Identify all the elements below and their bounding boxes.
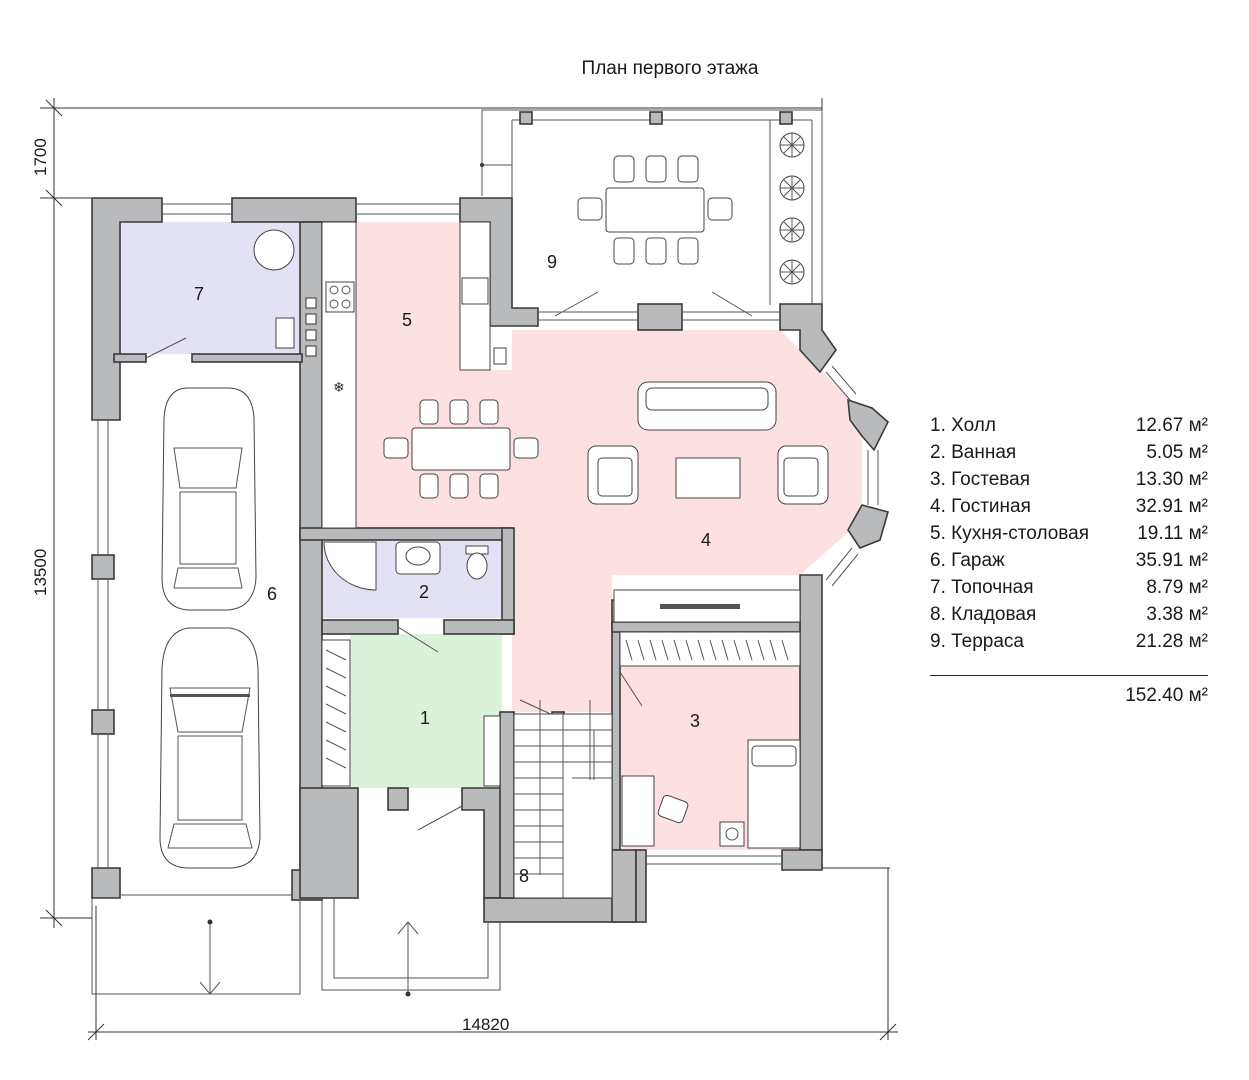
legend-row: 4. Гостиная 32.91 м² bbox=[930, 493, 1208, 520]
legend-room-area: 5.05 м² bbox=[1146, 442, 1208, 463]
plan-title: План первого этажа bbox=[581, 58, 759, 79]
legend-row: 9. Терраса 21.28 м² bbox=[930, 628, 1208, 655]
legend-room-name: 8. Кладовая bbox=[930, 604, 1037, 625]
legend-room-name: 2. Ванная bbox=[930, 442, 1017, 463]
legend-room-name: 5. Кухня-столовая bbox=[930, 523, 1090, 544]
dining-table-terrace bbox=[577, 155, 733, 265]
legend-room-name: 6. Гараж bbox=[930, 550, 1005, 571]
dining-table-kitchen bbox=[383, 399, 539, 499]
porch-lines bbox=[91, 898, 501, 997]
bathroom-fixtures bbox=[323, 541, 489, 591]
legend-room-name: 7. Топочная bbox=[930, 577, 1034, 598]
legend-row: 7. Топочная 8.79 м² bbox=[930, 574, 1208, 601]
dimension-label-13500: 13500 bbox=[31, 549, 50, 596]
legend-room-area: 19.11 м² bbox=[1137, 523, 1208, 544]
doors bbox=[145, 291, 753, 831]
dimension-label-1700: 1700 bbox=[31, 138, 50, 176]
legend-row: 6. Гараж 35.91 м² bbox=[930, 547, 1208, 574]
legend-room-name: 4. Гостиная bbox=[930, 496, 1031, 517]
desk bbox=[621, 775, 655, 847]
boiler-furniture bbox=[253, 229, 295, 349]
legend-total-area: 152.40 м² bbox=[1125, 685, 1208, 706]
wardrobe bbox=[619, 631, 801, 667]
plant-icon bbox=[779, 175, 805, 201]
snowflake-icon: ❄ bbox=[333, 380, 345, 396]
area-legend: 1. Холл 12.67 м² 2. Ванная 5.05 м² 3. Го… bbox=[930, 412, 1208, 707]
room-number-7: 7 bbox=[194, 284, 204, 304]
legend-room-name: 1. Холл bbox=[930, 415, 996, 436]
living-furniture bbox=[587, 381, 829, 623]
car-bottom bbox=[159, 627, 261, 869]
room-number-2: 2 bbox=[419, 582, 429, 602]
legend-room-area: 8.79 м² bbox=[1146, 577, 1208, 598]
legend-row: 2. Ванная 5.05 м² bbox=[930, 439, 1208, 466]
legend-row: 3. Гостевая 13.30 м² bbox=[930, 466, 1208, 493]
hall-wardrobe bbox=[321, 639, 501, 787]
dimension-label-14820: 14820 bbox=[462, 1015, 509, 1034]
terrace-plants bbox=[779, 132, 805, 285]
sink-icon bbox=[461, 277, 489, 305]
terrace bbox=[480, 109, 823, 305]
legend-row: 1. Холл 12.67 м² bbox=[930, 412, 1208, 439]
room-number-4: 4 bbox=[701, 530, 711, 550]
room-number-6: 6 bbox=[267, 584, 277, 604]
room-number-3: 3 bbox=[690, 711, 700, 731]
nightstand bbox=[719, 821, 745, 847]
legend-room-area: 12.67 м² bbox=[1135, 415, 1208, 436]
legend-room-area: 13.30 м² bbox=[1135, 469, 1208, 490]
car-top bbox=[161, 387, 257, 611]
legend-room-area: 3.38 м² bbox=[1146, 604, 1208, 625]
chair bbox=[657, 794, 689, 824]
plant-icon bbox=[779, 132, 805, 158]
room-number-5: 5 bbox=[402, 310, 412, 330]
shower-icon bbox=[323, 541, 377, 591]
tv-cabinet bbox=[613, 589, 801, 623]
windows bbox=[97, 203, 879, 896]
plant-icon bbox=[779, 259, 805, 285]
legend-row: 8. Кладовая 3.38 м² bbox=[930, 601, 1208, 628]
legend-row: 5. Кухня-столовая 19.11 м² bbox=[930, 520, 1208, 547]
dimension-lines bbox=[40, 98, 898, 1041]
legend-room-area: 32.91 м² bbox=[1135, 496, 1208, 517]
legend-room-area: 21.28 м² bbox=[1135, 631, 1208, 652]
legend-divider bbox=[930, 675, 1208, 676]
legend-room-name: 9. Терраса bbox=[930, 631, 1024, 652]
toilet-icon bbox=[466, 552, 488, 580]
room-number-9: 9 bbox=[547, 252, 557, 272]
room-fill-hall bbox=[350, 634, 502, 788]
room-number-8: 8 bbox=[519, 866, 529, 886]
stove-icon bbox=[325, 281, 355, 313]
staircase bbox=[513, 700, 613, 899]
coffee-table bbox=[675, 457, 741, 499]
room-number-1: 1 bbox=[420, 708, 430, 728]
legend-room-name: 3. Гостевая bbox=[930, 469, 1031, 490]
legend-room-area: 35.91 м² bbox=[1135, 550, 1208, 571]
kitchen-furniture: ❄ bbox=[305, 221, 507, 529]
plant-icon bbox=[779, 217, 805, 243]
walls bbox=[91, 197, 889, 923]
guest-furniture bbox=[619, 631, 801, 849]
